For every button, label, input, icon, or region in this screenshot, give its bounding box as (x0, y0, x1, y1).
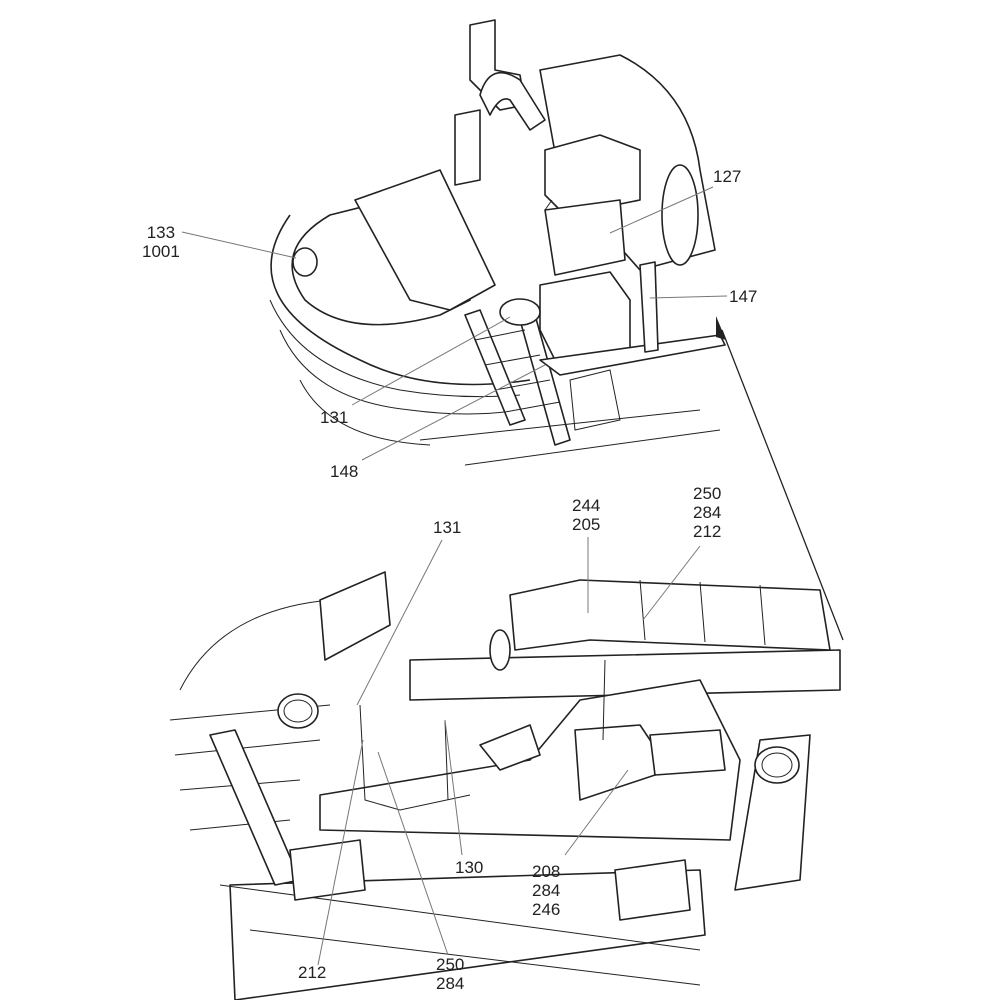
callout-127: 127 (713, 167, 741, 186)
callout-number: 246 (532, 900, 561, 919)
work-light-center (499, 298, 541, 326)
ladder-rung (504, 401, 561, 413)
battery-upper-edge (544, 199, 553, 211)
cross-tube (409, 649, 841, 701)
callout-number: 250 (436, 955, 465, 974)
leader-250-upper (642, 545, 701, 621)
battery-lower (539, 271, 631, 361)
frame-crossbar (759, 584, 766, 646)
callout-number: 127 (713, 167, 742, 186)
deck-arc-3 (279, 329, 521, 415)
callout-number: 208 (532, 862, 561, 881)
wire-vertical (602, 659, 606, 741)
callout-number: 205 (572, 515, 601, 534)
callout-244: 244 205 (572, 496, 600, 534)
rear-frame (539, 334, 726, 376)
callout-number: 133 (146, 223, 176, 242)
rear-step (569, 369, 621, 431)
callout-148: 148 (330, 462, 358, 481)
callout-147: 147 (729, 287, 757, 306)
rear-light-right (754, 746, 800, 784)
callout-130: 130 (455, 858, 483, 877)
frame-crossbar (699, 581, 706, 643)
ladder-rung (494, 379, 551, 391)
roll-bar-arch (479, 71, 546, 131)
arrow-shaft (721, 329, 844, 641)
callout-250-lower: 250 284 (436, 955, 464, 993)
tail-box-right (614, 859, 691, 921)
leader-131-upper (351, 316, 511, 406)
leader-212 (317, 739, 364, 966)
deck-arc-4 (299, 379, 431, 446)
upper-assembly (269, 19, 726, 466)
tube-end (489, 629, 511, 671)
leader-250-lower (377, 751, 449, 956)
arrow-head-icon (716, 316, 726, 340)
callout-number: 131 (433, 518, 462, 537)
lower-assembly (169, 571, 841, 1000)
callout-208: 208 284 246 (532, 862, 560, 919)
rear-light-left (277, 693, 319, 729)
leader-208 (564, 769, 629, 856)
callout-number: 1001 (142, 242, 180, 261)
leader-133 (181, 231, 297, 259)
callout-250-upper: 250 284 212 (693, 484, 721, 541)
tail-box-left (289, 839, 366, 901)
frame-cutout-left (479, 724, 541, 771)
battery-upper (544, 199, 626, 276)
wire-harness-right (444, 719, 449, 801)
callout-131-upper: 131 (320, 408, 348, 427)
skid-1 (419, 409, 701, 441)
leader-130 (444, 719, 463, 856)
light-tube-right (649, 729, 726, 776)
skid-2 (464, 429, 721, 466)
left-mount-plate (319, 571, 391, 661)
rear-light-right-lens (761, 752, 793, 778)
upper-frame-box (509, 579, 831, 651)
callout-number: 212 (298, 963, 327, 982)
leader-147 (649, 295, 728, 299)
lower-ladder-left (209, 729, 301, 886)
frame-crossbar (639, 579, 646, 641)
callout-number: 250 (693, 484, 722, 503)
callout-131-lower: 131 (433, 518, 461, 537)
callout-number: 212 (693, 522, 722, 541)
callout-133: 133 1001 (142, 223, 180, 261)
leader-131-lower (356, 539, 443, 706)
control-box (544, 134, 641, 216)
callout-number: 284 (532, 881, 561, 900)
callout-number: 284 (693, 503, 722, 522)
work-light-left (292, 247, 318, 277)
lower-skid-2 (249, 929, 701, 986)
wire-harness-left (359, 704, 471, 811)
leader-148 (361, 364, 546, 461)
view-reference-arrow (716, 316, 844, 641)
callout-number: 130 (455, 858, 484, 877)
callout-number: 244 (572, 496, 601, 515)
ladder-rung (484, 354, 541, 366)
vertical-pipe (639, 261, 659, 353)
lower-deck-arc-1 (179, 599, 331, 691)
roll-bar-post (454, 109, 481, 186)
deck-arc-2 (269, 299, 521, 398)
rear-light-left-lens (283, 699, 313, 723)
lower-deck-arc-3 (174, 739, 321, 756)
main-platform (354, 169, 496, 311)
ladder-rung (474, 329, 526, 341)
callout-212: 212 (298, 963, 326, 982)
callout-number: 284 (436, 974, 465, 993)
leader-lines (181, 186, 728, 966)
leader-127 (609, 186, 714, 234)
wheel (661, 164, 699, 266)
callout-number: 148 (330, 462, 359, 481)
callout-number: 147 (729, 287, 758, 306)
callout-number: 131 (320, 408, 349, 427)
